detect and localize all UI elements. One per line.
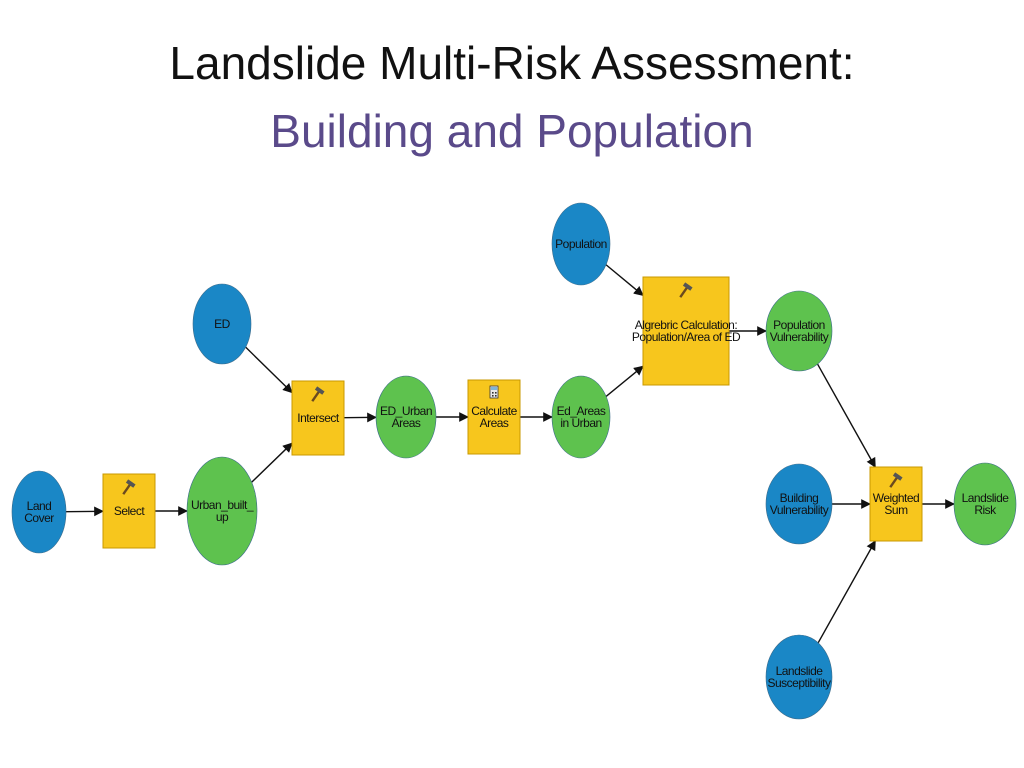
node-label: Calculate: [471, 404, 517, 418]
node-label: Population: [773, 318, 825, 332]
output-ellipse: [953, 462, 1017, 546]
node-label: Landslide: [962, 491, 1010, 505]
node-intersect: Intersect: [291, 380, 345, 456]
input-ellipse: [11, 470, 67, 554]
node-label: Select: [114, 504, 146, 518]
tool-box: [642, 276, 730, 386]
node-label: Weighted: [873, 491, 919, 505]
arrow-population-vulnerability-to-weighted-sum: [816, 363, 876, 468]
node-label: Population/Area of ED: [632, 330, 741, 344]
node-population: Population: [551, 202, 611, 286]
hammer-icon: [311, 386, 325, 402]
node-label: Susceptibility: [767, 676, 831, 690]
node-label: Cover: [24, 511, 54, 525]
node-label: Ed_Areas: [557, 404, 606, 418]
node-label: Landslide: [776, 664, 824, 678]
output-ellipse: [186, 456, 258, 566]
node-label: Building: [780, 491, 819, 505]
node-label: Sum: [884, 503, 908, 517]
output-ellipse: [551, 375, 611, 459]
node-urban-built-up: Urban_built_up: [186, 456, 258, 566]
edges-layer: [65, 264, 955, 644]
input-ellipse: [551, 202, 611, 286]
node-label: Vulnerability: [770, 330, 829, 344]
hammer-icon: [679, 282, 693, 298]
arrow-ed-to-intersect: [245, 346, 293, 394]
arrow-ed-areas-in-urban-to-algebric-calculation: [605, 365, 644, 397]
input-ellipse: [765, 634, 833, 720]
arrow-population-to-algebric-calculation: [605, 264, 644, 296]
output-ellipse: [375, 375, 437, 459]
node-label: up: [216, 510, 229, 524]
tool-box: [102, 473, 156, 549]
hammer-icon: [889, 472, 903, 488]
node-label: Land: [27, 499, 52, 513]
input-ellipse: [192, 283, 252, 365]
node-label: Intersect: [297, 411, 340, 425]
hammer-icon: [122, 479, 136, 495]
node-label: Risk: [974, 503, 997, 517]
calculator-icon: [489, 385, 499, 399]
arrow-urban-built-up-to-intersect: [251, 442, 293, 483]
node-label: in Urban: [560, 416, 601, 430]
node-label: Areas: [392, 416, 421, 430]
node-label: Vulnerability: [770, 503, 829, 517]
input-ellipse: [765, 463, 833, 545]
node-select: Select: [102, 473, 156, 549]
node-label: ED: [214, 317, 231, 331]
node-label: Areas: [480, 416, 509, 430]
output-ellipse: [765, 290, 833, 372]
node-label: ED_Urban: [380, 404, 432, 418]
slide-subtitle: Building and Population: [270, 105, 754, 157]
node-label: Population: [555, 237, 607, 251]
node-label: Algrebric Calculation:: [635, 318, 738, 332]
slide-title: Landslide Multi-Risk Assessment:: [169, 37, 855, 89]
node-label: Urban_built_: [191, 498, 254, 512]
node-ed: ED: [192, 283, 252, 365]
arrow-landslide-susceptibility-to-weighted-sum: [817, 540, 876, 644]
node-algebric-calculation: Algrebric Calculation:Population/Area of…: [632, 276, 741, 386]
